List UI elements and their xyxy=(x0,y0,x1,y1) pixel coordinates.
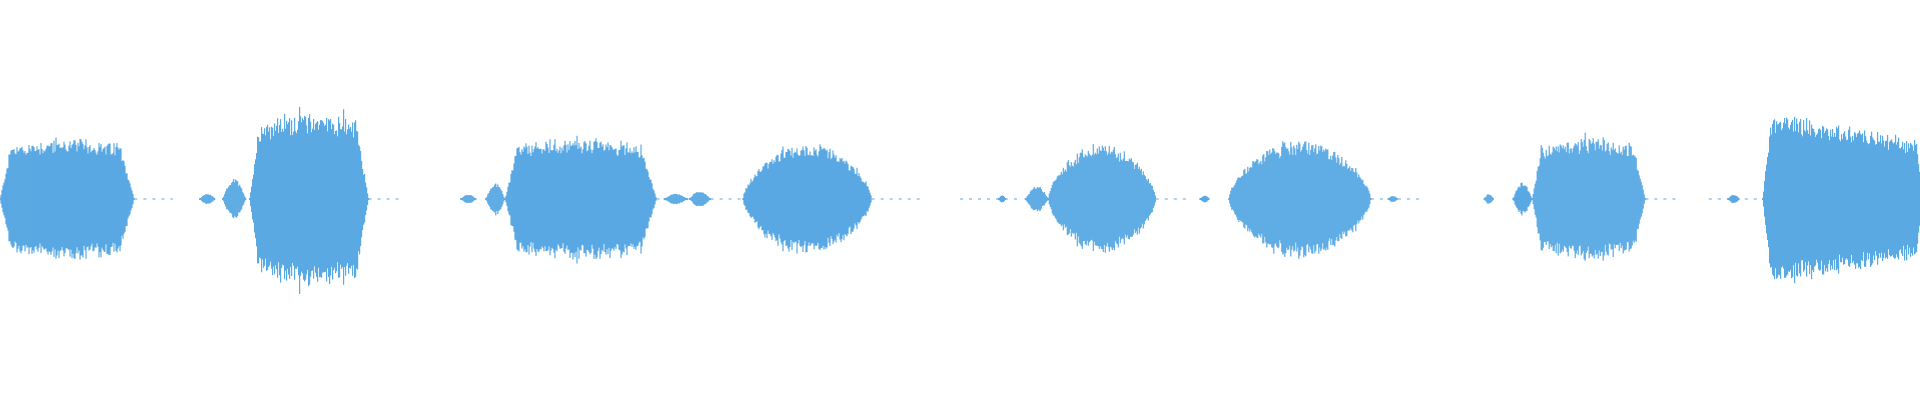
waveform-bars xyxy=(0,106,1920,294)
waveform-segment xyxy=(0,137,135,260)
waveform-segment xyxy=(485,183,506,216)
waveform-segment xyxy=(460,194,477,204)
waveform-segment xyxy=(504,135,657,264)
waveform-segment xyxy=(1047,144,1156,253)
waveform-segment xyxy=(1024,186,1049,212)
waveform-segment xyxy=(1512,182,1533,216)
waveform-segment xyxy=(1727,194,1740,204)
waveform-segment xyxy=(997,195,1007,203)
waveform-segment xyxy=(663,193,688,205)
waveform-segment xyxy=(742,144,872,254)
waveform-segment xyxy=(1228,141,1372,259)
waveform-segment xyxy=(1483,194,1494,204)
waveform-segment xyxy=(1761,117,1920,284)
waveform-segment xyxy=(1387,196,1398,202)
waveform-segment xyxy=(222,179,247,219)
waveform-segment xyxy=(1199,195,1210,203)
waveform-segment xyxy=(688,192,711,206)
waveform-segment xyxy=(1531,132,1646,261)
waveform-segment xyxy=(199,194,216,204)
waveform-segment xyxy=(249,106,370,294)
